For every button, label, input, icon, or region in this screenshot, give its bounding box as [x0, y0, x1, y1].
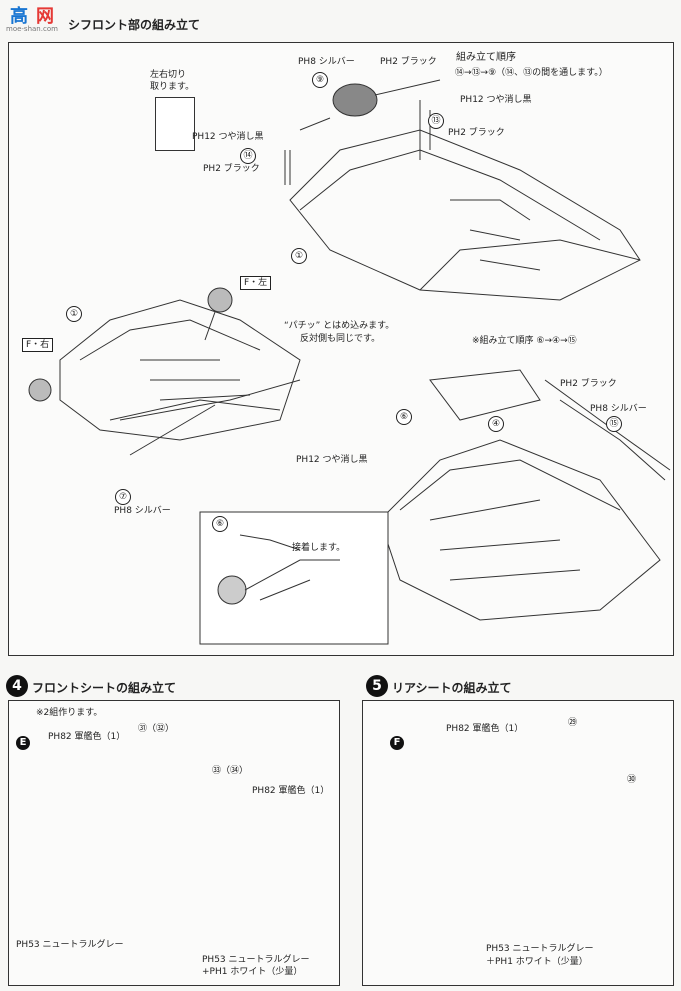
ph8-label-right2: PH8 シルバー: [590, 404, 647, 414]
inset-part-6-marker: ⑥: [212, 516, 228, 532]
order-heading: 組み立て順序: [456, 52, 516, 63]
cut-detail-box: [155, 97, 195, 151]
part-9-marker: ⑨: [312, 72, 328, 88]
step5-number-badge: 5: [366, 675, 388, 697]
part-6-marker: ⑥: [396, 409, 412, 425]
step3-title: シフロント部の組み立て: [68, 18, 201, 32]
step5-ph53-label: PH53 ニュートラルグレー: [486, 944, 594, 954]
step4-ph82-label-b: PH82 軍艦色（1）: [252, 786, 330, 796]
ph2-label-left: PH2 ブラック: [203, 164, 260, 174]
step4-ph53-label: PH53 ニュートラルグレー: [16, 940, 124, 950]
step4-parts-31-32: ㉛（㉜）: [138, 724, 175, 734]
cut-note-line2: 取ります。: [150, 82, 195, 92]
step4-letter-e: E: [16, 736, 30, 750]
cut-note-line1: 左右切り: [150, 70, 187, 80]
glue-note: 接着します。: [292, 543, 346, 553]
step4-panel: [8, 700, 340, 986]
step4-ph53-label-b: PH53 ニュートラルグレー: [202, 955, 310, 965]
ph2-label-right: PH2 ブラック: [448, 128, 505, 138]
order2-note: ※組み立て順序 ⑥→④→⑮: [472, 336, 577, 346]
ph12-label-top-left: PH12 つや消し黒: [192, 132, 264, 142]
step5-part-29: ㉙: [568, 718, 578, 728]
step5-letter-f: F: [390, 736, 404, 750]
step5-panel: [362, 700, 674, 986]
f-right-tag: F・右: [22, 338, 54, 352]
part-15-marker: ⑮: [606, 416, 622, 432]
snap-note-line1: “パチッ” とはめ込みます。: [284, 321, 395, 331]
step5-ph82-label: PH82 軍艦色（1）: [446, 724, 524, 734]
step4-title: フロントシートの組み立て: [32, 681, 177, 695]
ph2-black-label: PH2 ブラック: [380, 57, 437, 67]
part-14-marker: ⑭: [240, 148, 256, 164]
snap-note-line2: 反対側も同じです。: [300, 334, 381, 344]
ph8-label-bottom: PH8 シルバー: [114, 506, 171, 516]
step4-number-badge: 4: [6, 675, 28, 697]
step5-part-30: ㉚: [627, 775, 637, 785]
ph2-label-right2: PH2 ブラック: [560, 379, 617, 389]
part-7-marker: ⑦: [115, 489, 131, 505]
step4-note: ※2組作ります。: [36, 708, 103, 718]
step4-ph82-label: PH82 軍艦色（1）: [48, 732, 126, 742]
part-4-marker: ④: [488, 416, 504, 432]
logo-char-2: 网: [36, 6, 54, 27]
part-1-marker-top: ①: [291, 248, 307, 264]
ph8-silver-label: PH8 シルバー: [298, 57, 355, 67]
order-text: ⑭→⑬→⑨（⑭、⑬の間を通します。）: [455, 68, 608, 78]
site-logo: 高 网 moe-shan.com: [4, 2, 68, 36]
part-1-marker-mid: ①: [66, 306, 82, 322]
part-13-marker: ⑬: [428, 113, 444, 129]
ph12-label-top-right: PH12 つや消し黒: [460, 95, 532, 105]
step4-ph1-label: +PH1 ホワイト（少量）: [202, 967, 303, 977]
step5-title: リアシートの組み立て: [392, 681, 512, 695]
step5-ph1-label: ＋PH1 ホワイト（少量）: [486, 957, 588, 967]
f-left-tag: F・左: [240, 276, 272, 290]
logo-url: moe-shan.com: [6, 25, 58, 33]
ph12-label-mid: PH12 つや消し黒: [296, 455, 368, 465]
logo-char-1: 高: [10, 6, 28, 27]
step4-parts-33-34: ㉝（㉞）: [212, 766, 249, 776]
